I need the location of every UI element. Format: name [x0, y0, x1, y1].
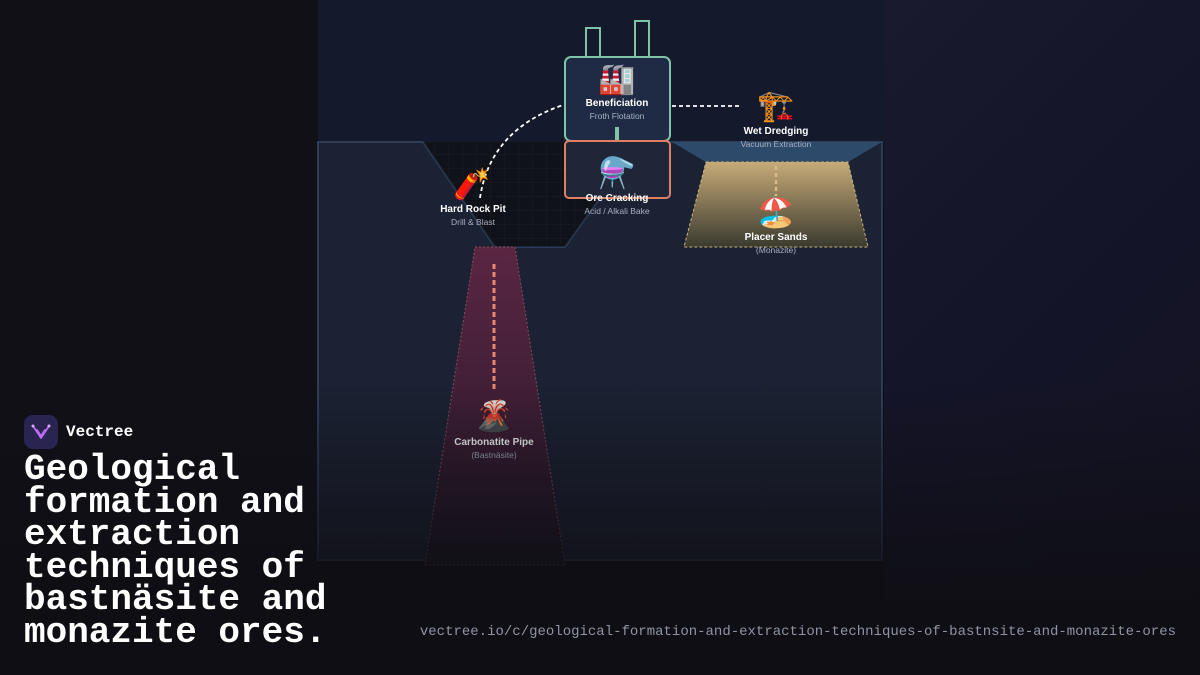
placer-sands-deposit — [683, 161, 869, 248]
wet-dredging-title: Wet Dredging — [744, 126, 809, 137]
carbonatite-pipe-title: Carbonatite Pipe — [454, 437, 534, 448]
placer-sands-title: Placer Sands — [745, 232, 808, 243]
brand-name: Vectree — [66, 423, 134, 441]
vectree-logo-icon — [24, 415, 58, 449]
hard-rock-pit-title: Hard Rock Pit — [440, 204, 506, 215]
ore-cracking-subtitle: Acid / Alkali Bake — [584, 206, 649, 216]
page-title: Geological formation and extraction tech… — [24, 449, 327, 653]
carbonatite-pipe-subtitle: (Bastnäsite) — [471, 450, 517, 460]
chimney-right — [634, 20, 650, 57]
chimney-left — [585, 27, 601, 57]
placer-sands-subtitle: (Monazite) — [756, 245, 796, 255]
flask-icon: ⚗️ — [598, 155, 635, 191]
brand: Vectree — [24, 415, 133, 449]
factory-icon: 🏭 — [598, 62, 635, 97]
hard-rock-pit-subtitle: Drill & Blast — [451, 217, 496, 227]
crane-icon: 🏗️ — [757, 89, 794, 124]
beach-umbrella-icon: 🏖️ — [757, 194, 794, 230]
wet-dredging-subtitle: Vacuum Extraction — [741, 139, 812, 149]
beneficiation-subtitle: Froth Flotation — [590, 111, 645, 121]
source-url[interactable]: vectree.io/c/geological-formation-and-ex… — [419, 624, 1176, 640]
ore-cracking-title: Ore Cracking — [586, 193, 649, 204]
volcano-icon: 🌋 — [475, 398, 512, 434]
flow-pit-to-beneficiation — [479, 104, 564, 199]
dynamite-icon: 🧨 — [453, 166, 490, 202]
beneficiation-title: Beneficiation — [586, 98, 649, 109]
ore-cracking-box — [564, 140, 671, 199]
water-layer — [672, 142, 882, 162]
